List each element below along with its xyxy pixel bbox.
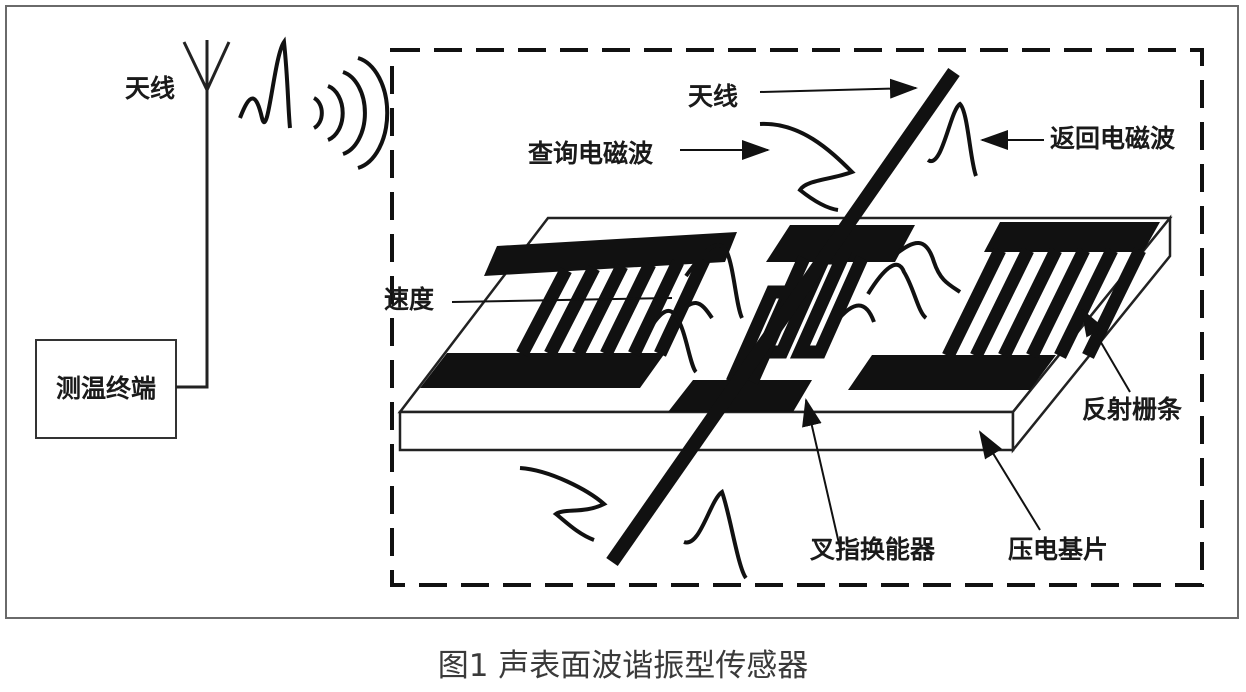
sensor-boundary bbox=[390, 48, 1204, 587]
idt-label: 叉指换能器 bbox=[809, 535, 936, 564]
query-wave-label: 查询电磁波 bbox=[528, 139, 654, 168]
reflector-label: 反射栅条 bbox=[1082, 395, 1183, 424]
sensor-antenna-bar bbox=[606, 67, 960, 567]
return-wave-label: 返回电磁波 bbox=[1050, 124, 1176, 153]
right-reflector bbox=[848, 222, 1160, 390]
wave-icons bbox=[519, 101, 978, 580]
terminal-label: 测温终端 bbox=[56, 374, 156, 403]
left-antenna-label: 天线 bbox=[125, 74, 175, 103]
figure-caption: 图1 声表面波谐振型传感器 bbox=[438, 648, 809, 684]
speed-label: 速度 bbox=[384, 285, 434, 314]
terminal-box bbox=[35, 339, 177, 439]
left-pulse-icon bbox=[238, 36, 292, 129]
radio-waves-icon bbox=[312, 56, 390, 170]
substrate-label: 压电基片 bbox=[1008, 535, 1108, 564]
sensor-antenna-label: 天线 bbox=[688, 82, 738, 111]
leader-lines bbox=[451, 78, 1131, 549]
left-antenna-icon bbox=[176, 40, 231, 389]
